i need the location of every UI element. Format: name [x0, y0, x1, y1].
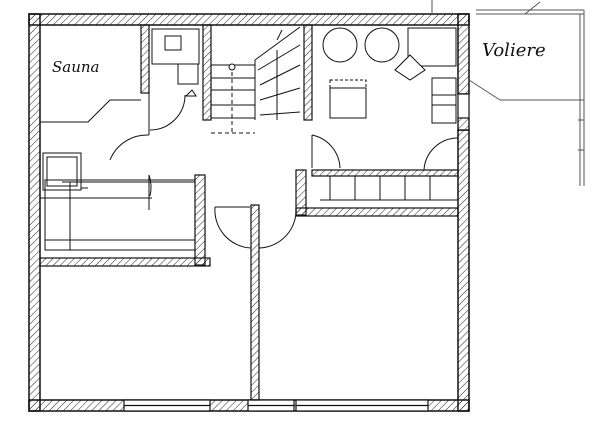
outer-wall-right-upper	[457, 13, 470, 95]
wall-bath-stairs	[202, 24, 212, 121]
sauna-fixtures	[40, 99, 196, 251]
dryer	[364, 27, 400, 63]
wall-horizontal-right	[295, 207, 459, 217]
wall-hall-right-pier	[295, 169, 307, 216]
appliance-box	[329, 87, 367, 119]
wall-hall-left-pier	[194, 174, 206, 266]
room-label-voliere: Voliere	[482, 40, 546, 61]
wall-sauna-bath	[140, 24, 150, 94]
shower-area	[44, 179, 196, 251]
sauna-stove	[42, 152, 82, 191]
bathroom-fixtures	[151, 28, 200, 97]
wall-horizontal-left	[39, 257, 211, 267]
right-window	[457, 93, 470, 131]
voliere-outline	[431, 0, 585, 186]
door-swings	[109, 93, 459, 249]
room-label-sauna: Sauna	[52, 58, 100, 76]
outer-wall-right-lower	[457, 129, 470, 412]
toilet	[177, 63, 199, 85]
outer-wall-top	[28, 13, 470, 26]
interior-walls	[39, 24, 459, 401]
wall-center-vertical	[250, 204, 260, 401]
staircase	[211, 26, 301, 135]
bottom-windows	[123, 399, 429, 412]
utility-room-fixtures	[322, 27, 457, 124]
shelving	[320, 175, 458, 201]
sink-cabinet	[407, 27, 457, 67]
wall-right-room-bottom	[311, 169, 459, 177]
outer-wall-left	[28, 13, 41, 412]
washing-machine	[322, 27, 358, 63]
wall-stairs-right	[303, 24, 313, 121]
